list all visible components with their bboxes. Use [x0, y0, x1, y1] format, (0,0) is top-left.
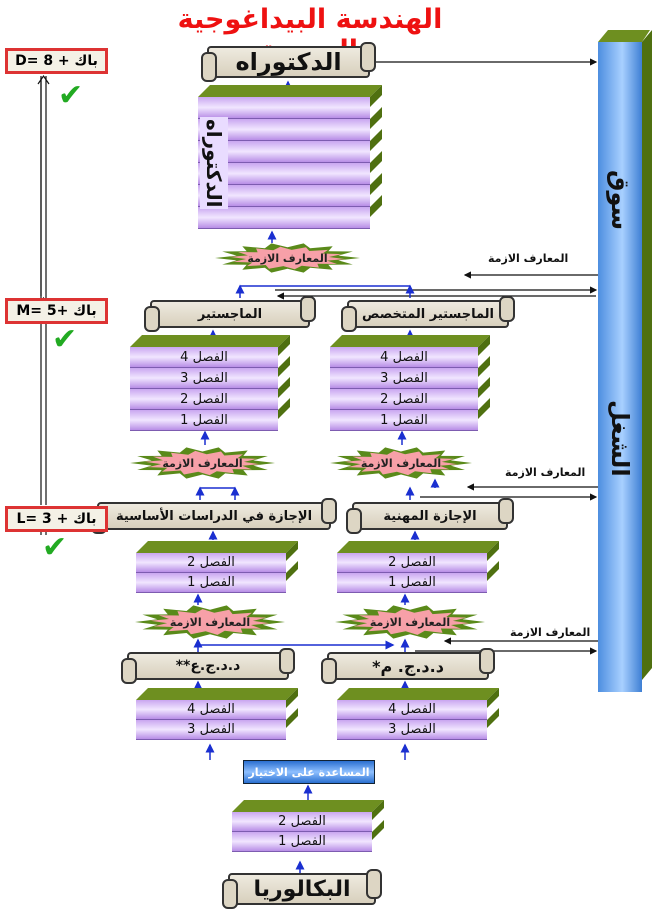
level-box-doctorate: D= 8 + باك	[5, 48, 108, 74]
stack-side	[370, 151, 382, 173]
semester-layer: الفصل 1	[136, 573, 286, 593]
required-knowledge-burst: المعارف الازمة	[215, 243, 360, 273]
required-knowledge-burst: المعارف الازمة	[330, 447, 472, 479]
job-market-label-top: سوق	[606, 170, 634, 231]
stack-side	[478, 377, 490, 398]
stack-side	[286, 708, 298, 728]
semester-layer: الفصل 3	[130, 368, 278, 389]
side-note-knowledge-3: المعارف الازمة	[510, 626, 591, 639]
stack-side	[278, 377, 290, 398]
stack-doctorate: الدكتوراه	[198, 85, 384, 229]
side-note-knowledge-2: المعارف الازمة	[505, 466, 586, 479]
stack-top	[232, 800, 384, 812]
stack-top	[198, 85, 382, 97]
level-box-licence: L= 3 + باك	[5, 506, 108, 532]
semester-layer: الفصل 3	[330, 368, 478, 389]
stack-top	[136, 541, 298, 553]
semester-layer: الفصل 2	[232, 812, 372, 832]
semester-layer: الفصل 2	[330, 389, 478, 410]
stack-top	[337, 688, 499, 700]
semester-layer	[198, 163, 370, 185]
semester-layer	[198, 141, 370, 163]
scroll-licence-professional: الإجازة المهنية	[346, 498, 514, 534]
semester-layer: الفصل 3	[136, 720, 286, 740]
required-knowledge-burst: المعارف الازمة	[335, 605, 485, 639]
semester-layer: الفصل 4	[337, 700, 487, 720]
semester-layer: الفصل 2	[136, 553, 286, 573]
stack-side	[372, 820, 384, 840]
side-note-knowledge-1: المعارف الازمة	[488, 252, 569, 265]
semester-layer: الفصل 1	[130, 410, 278, 431]
semester-layer: الفصل 2	[130, 389, 278, 410]
semester-layer	[198, 97, 370, 119]
scroll-baccalaureate: البكالوريا	[222, 869, 382, 909]
orientation-banner: المساعدة على الاختيار	[243, 760, 375, 784]
burst-label: المعارف الازمة	[369, 615, 451, 629]
stack-side	[487, 561, 499, 581]
scroll-doctorate: الدكتوراه	[201, 42, 376, 82]
scroll-masters: الماجستير	[144, 296, 316, 332]
semester-layer: الفصل 1	[232, 832, 372, 852]
stack-top	[337, 541, 499, 553]
stack-side	[370, 173, 382, 195]
stack-side	[370, 107, 382, 129]
level-box-masters: M= 5+ باك	[5, 298, 108, 324]
semester-layer: الفصل 1	[330, 410, 478, 431]
stack-side	[370, 195, 382, 217]
stack-side	[286, 561, 298, 581]
scroll-specialized-masters: الماجستير المتخصص	[341, 296, 515, 332]
stack-side	[478, 356, 490, 377]
required-knowledge-burst: المعارف الازمة	[135, 605, 285, 639]
semester-layer	[198, 185, 370, 207]
burst-label: المعارف الازمة	[162, 456, 243, 470]
doctorate-vertical-label: الدكتوراه	[200, 117, 228, 210]
stack-side	[278, 356, 290, 377]
scroll-licence-fundamental: الإجازة في الدراسات الأساسية	[91, 498, 337, 534]
stack-top	[130, 335, 290, 347]
stack-side	[370, 129, 382, 151]
stack-side	[278, 398, 290, 419]
semester-layer	[198, 119, 370, 141]
semester-layer: الفصل 4	[130, 347, 278, 368]
required-knowledge-burst: المعارف الازمة	[130, 447, 275, 479]
job-market-label-bottom: الشغل	[606, 400, 634, 477]
semester-layer	[198, 207, 370, 229]
stack-side	[478, 398, 490, 419]
semester-layer: الفصل 4	[330, 347, 478, 368]
burst-label: المعارف الازمة	[360, 456, 442, 470]
semester-layer: الفصل 2	[337, 553, 487, 573]
scroll-deug-general: د.د.ج.ع**	[121, 648, 295, 684]
stack-top	[136, 688, 298, 700]
stack-top	[330, 335, 490, 347]
semester-layer: الفصل 4	[136, 700, 286, 720]
checkmark-icon: ✔	[58, 78, 84, 113]
job-market-bar-top	[598, 30, 650, 42]
semester-layer: الفصل 3	[337, 720, 487, 740]
burst-label: المعارف الازمة	[169, 615, 251, 629]
job-market-bar-side	[642, 30, 652, 680]
semester-layer: الفصل 1	[337, 573, 487, 593]
scroll-deug-professional: د.د.ج. م*	[321, 648, 495, 684]
checkmark-icon: ✔	[42, 530, 68, 565]
stack-side	[487, 708, 499, 728]
job-market-bar	[598, 42, 642, 692]
burst-label: المعارف الازمة	[247, 251, 328, 265]
checkmark-icon: ✔	[52, 322, 78, 357]
